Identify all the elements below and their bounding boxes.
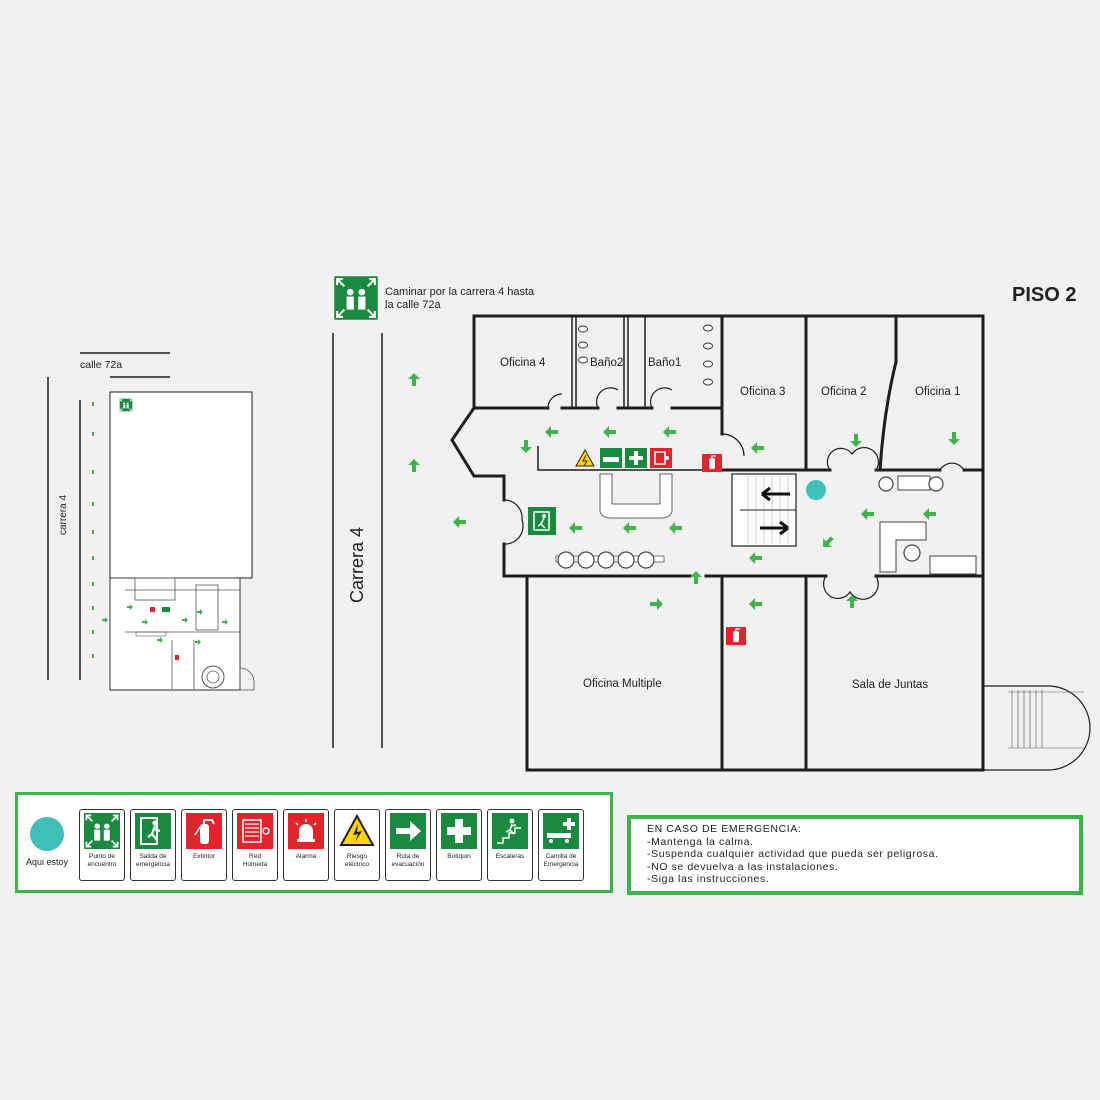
legend-item-label-line: Salida de: [139, 853, 167, 860]
evacuation-route-icon: [389, 813, 427, 849]
emergency-item: -Suspenda cualquier actividad que pueda …: [647, 848, 939, 860]
legend-item-label-line: evacuación: [391, 861, 425, 868]
room-label-oficina-1: Oficina 1: [915, 386, 960, 398]
assembly-point-icon: [83, 813, 121, 849]
floor-title: PISO 2: [1012, 284, 1077, 306]
room-label-oficina-multiple: Oficina Multiple: [583, 678, 662, 690]
you-are-here-marker: [806, 480, 826, 500]
legend-item-label-line: Alarma: [295, 853, 317, 860]
room-label-bano-1: Baño1: [648, 357, 681, 369]
legend-item-label: Botiquin: [437, 853, 481, 861]
stretcher-icon: [542, 813, 580, 849]
floor-plan: Oficina 4 Baño2 Baño1 Oficina 3 Oficina …: [408, 314, 1091, 772]
legend-item-label-line: Ruta de: [396, 853, 420, 860]
legend-item-label-line: Riesgo: [346, 853, 368, 860]
legend-item-label-line: Escaleras: [495, 853, 525, 860]
alarm-icon: [287, 813, 325, 849]
legend-item: Alarma: [283, 809, 329, 881]
legend-item-label-line: Red: [249, 853, 261, 860]
emergency-item: -Siga las instrucciones.: [647, 873, 770, 885]
legend-item-label-line: Emergencia: [543, 861, 579, 868]
assembly-instructions-line-2: la calle 72a: [385, 299, 441, 311]
carrera-4-street-label: Carrera 4: [347, 527, 367, 603]
floor-plan-signs: [528, 448, 672, 535]
first-aid-icon: [440, 813, 478, 849]
carrera-4-small-label: carrera 4: [58, 495, 69, 535]
legend-item-label-line: Húmeda: [242, 861, 268, 868]
legend-item-label-line: encuentro: [87, 861, 117, 868]
assembly-instructions-line-1: Caminar por la carrera 4 hasta: [385, 286, 535, 298]
emergency-exit-icon: [134, 813, 172, 849]
you-are-here-icon: [30, 817, 64, 851]
legend-item-label: Alarma: [284, 853, 328, 861]
fire-hose-icon: [236, 813, 274, 849]
emergency-item: -Mantenga la calma.: [647, 835, 754, 848]
electric-hazard-icon: [338, 813, 376, 849]
legend-item: Escaleras: [487, 809, 533, 881]
room-label-oficina-4: Oficina 4: [500, 357, 546, 369]
legend-item-label-line: Extintor: [192, 853, 216, 860]
calle-72a-small-label: calle 72a: [80, 359, 122, 371]
legend-item-label: Escaleras: [488, 853, 532, 861]
office-furniture: [878, 475, 977, 575]
you-are-here-label: Aqui estoy: [25, 857, 69, 867]
legend-item-label: Extintor: [182, 853, 226, 861]
waiting-chairs: [555, 551, 665, 569]
emergency-instructions: EN CASO DE EMERGENCIA: -Mantenga la calm…: [627, 815, 1083, 895]
room-label-bano-2: Baño2: [590, 357, 623, 369]
fire-extinguisher-sign: [725, 626, 747, 646]
emergency-title: EN CASO DE EMERGENCIA:: [647, 823, 802, 835]
assembly-point-icon: [333, 275, 379, 321]
site-overview-map: calle 72a carrera 4: [47, 352, 255, 691]
mini-building-plan: [102, 577, 255, 691]
legend-item-label-line: eléctrico: [344, 861, 370, 868]
legend-you-are-here: Aqui estoy: [22, 817, 72, 867]
fire-extinguisher-sign: [701, 453, 723, 473]
fire-extinguisher-icon: [185, 813, 223, 849]
restroom-fixtures: [578, 324, 713, 386]
room-label-oficina-2: Oficina 2: [821, 386, 866, 398]
legend-item-label-line: Punto de: [88, 853, 116, 860]
legend-item-label-line: Camilla de: [545, 853, 577, 860]
room-label-oficina-3: Oficina 3: [740, 386, 785, 398]
emergency-item: -NO se devuelva a las instalaciones.: [647, 860, 839, 873]
legend-item-label-line: Botiquin: [447, 853, 471, 860]
room-label-sala-de-juntas: Sala de Juntas: [852, 679, 928, 691]
mini-assembly-point-icon: [119, 398, 133, 412]
carrera-4-street: Carrera 4: [332, 333, 383, 748]
stairs-icon: [491, 813, 529, 849]
assembly-instructions: Caminar por la carrera 4 hasta la calle …: [385, 286, 555, 312]
legend-item-label-line: emergencia: [136, 861, 170, 868]
mini-route-dots: [92, 402, 94, 658]
legend-item: Extintor: [181, 809, 227, 881]
legend-item: Botiquin: [436, 809, 482, 881]
